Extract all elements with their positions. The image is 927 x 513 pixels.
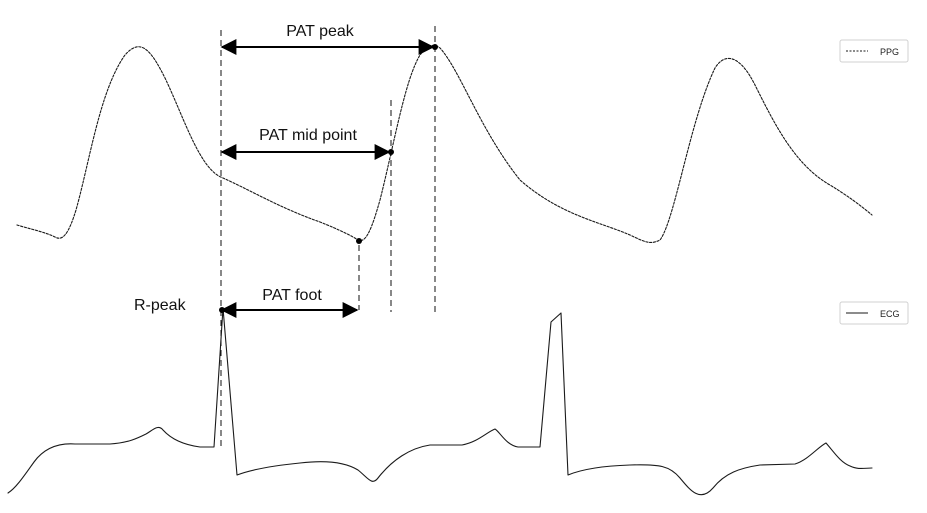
pat-mid-point-label: PAT mid point — [259, 127, 357, 144]
ecg-r-peak-dot — [219, 307, 225, 313]
r-peak-label: R-peak — [134, 297, 187, 314]
ppg-waveform — [16, 44, 873, 244]
ppg-peak-dot — [432, 44, 438, 50]
ppg-legend: PPG — [839, 39, 909, 63]
ppg-legend-label: PPG — [880, 47, 899, 57]
ecg-legend-label: ECG — [880, 309, 900, 319]
pat-foot-label: PAT foot — [262, 287, 322, 304]
ecg-legend: ECG — [839, 301, 909, 325]
ecg-waveform — [7, 307, 873, 496]
ppg-mid-point-dot — [388, 149, 394, 155]
pat-peak-label: PAT peak — [286, 23, 355, 40]
ppg-foot-dot — [356, 238, 362, 244]
